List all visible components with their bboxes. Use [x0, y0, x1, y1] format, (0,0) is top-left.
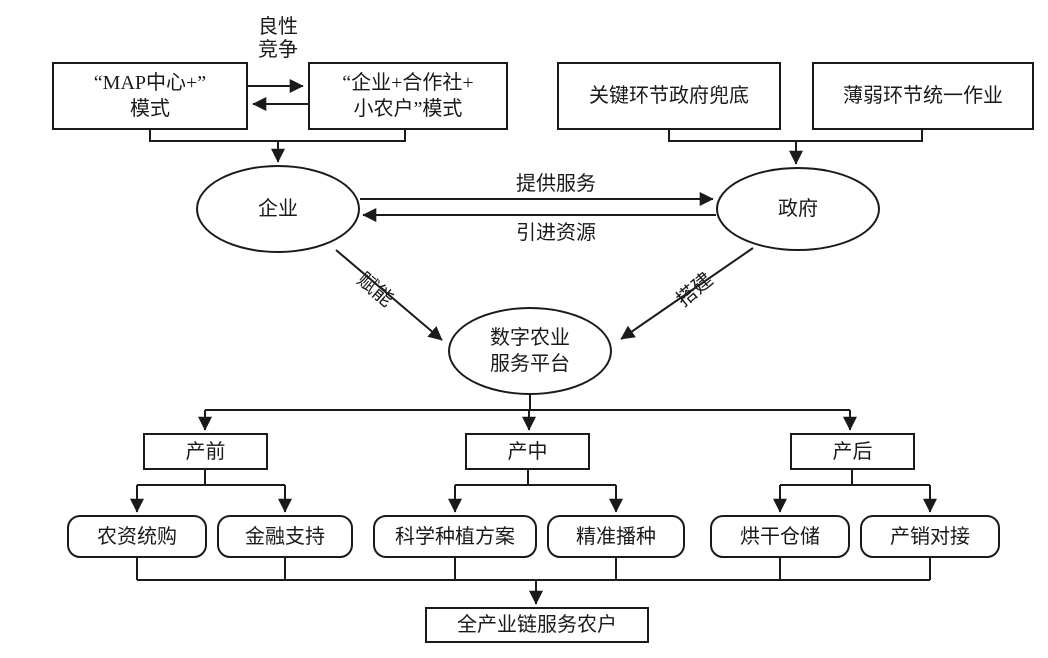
map-model-box: “MAP中心+” 模式	[52, 62, 248, 130]
government-ellipse: 政府	[716, 167, 880, 251]
enterprise-ellipse: 企业	[196, 165, 360, 253]
service-precision-seeding-box: 精准播种	[547, 515, 685, 558]
edge-government-to-platform	[620, 247, 754, 340]
service-drying-storage-box: 烘干仓储	[710, 515, 850, 558]
weak-link-box: 薄弱环节统一作业	[812, 62, 1034, 130]
service-agri-inputs-box: 农资统购	[67, 515, 207, 558]
outcome-box: 全产业链服务农户	[425, 607, 649, 643]
edge-enterprise-to-platform	[335, 249, 443, 341]
introduce-resources-label: 引进资源	[516, 221, 596, 244]
coop-model-box: “企业+合作社+ 小农户”模式	[308, 62, 508, 130]
stage-mid-production-box: 产中	[465, 433, 590, 470]
stage-post-production-box: 产后	[790, 433, 915, 470]
service-financial-support-box: 金融支持	[217, 515, 353, 558]
provide-service-label: 提供服务	[516, 172, 596, 195]
service-marketing-link-box: 产销对接	[860, 515, 1000, 558]
service-planting-plan-box: 科学种植方案	[373, 515, 537, 558]
benign-competition-label: 良性 竞争	[258, 16, 298, 61]
key-link-box: 关键环节政府兜底	[557, 62, 781, 130]
stage-pre-production-box: 产前	[143, 433, 268, 470]
platform-ellipse: 数字农业 服务平台	[448, 307, 612, 395]
